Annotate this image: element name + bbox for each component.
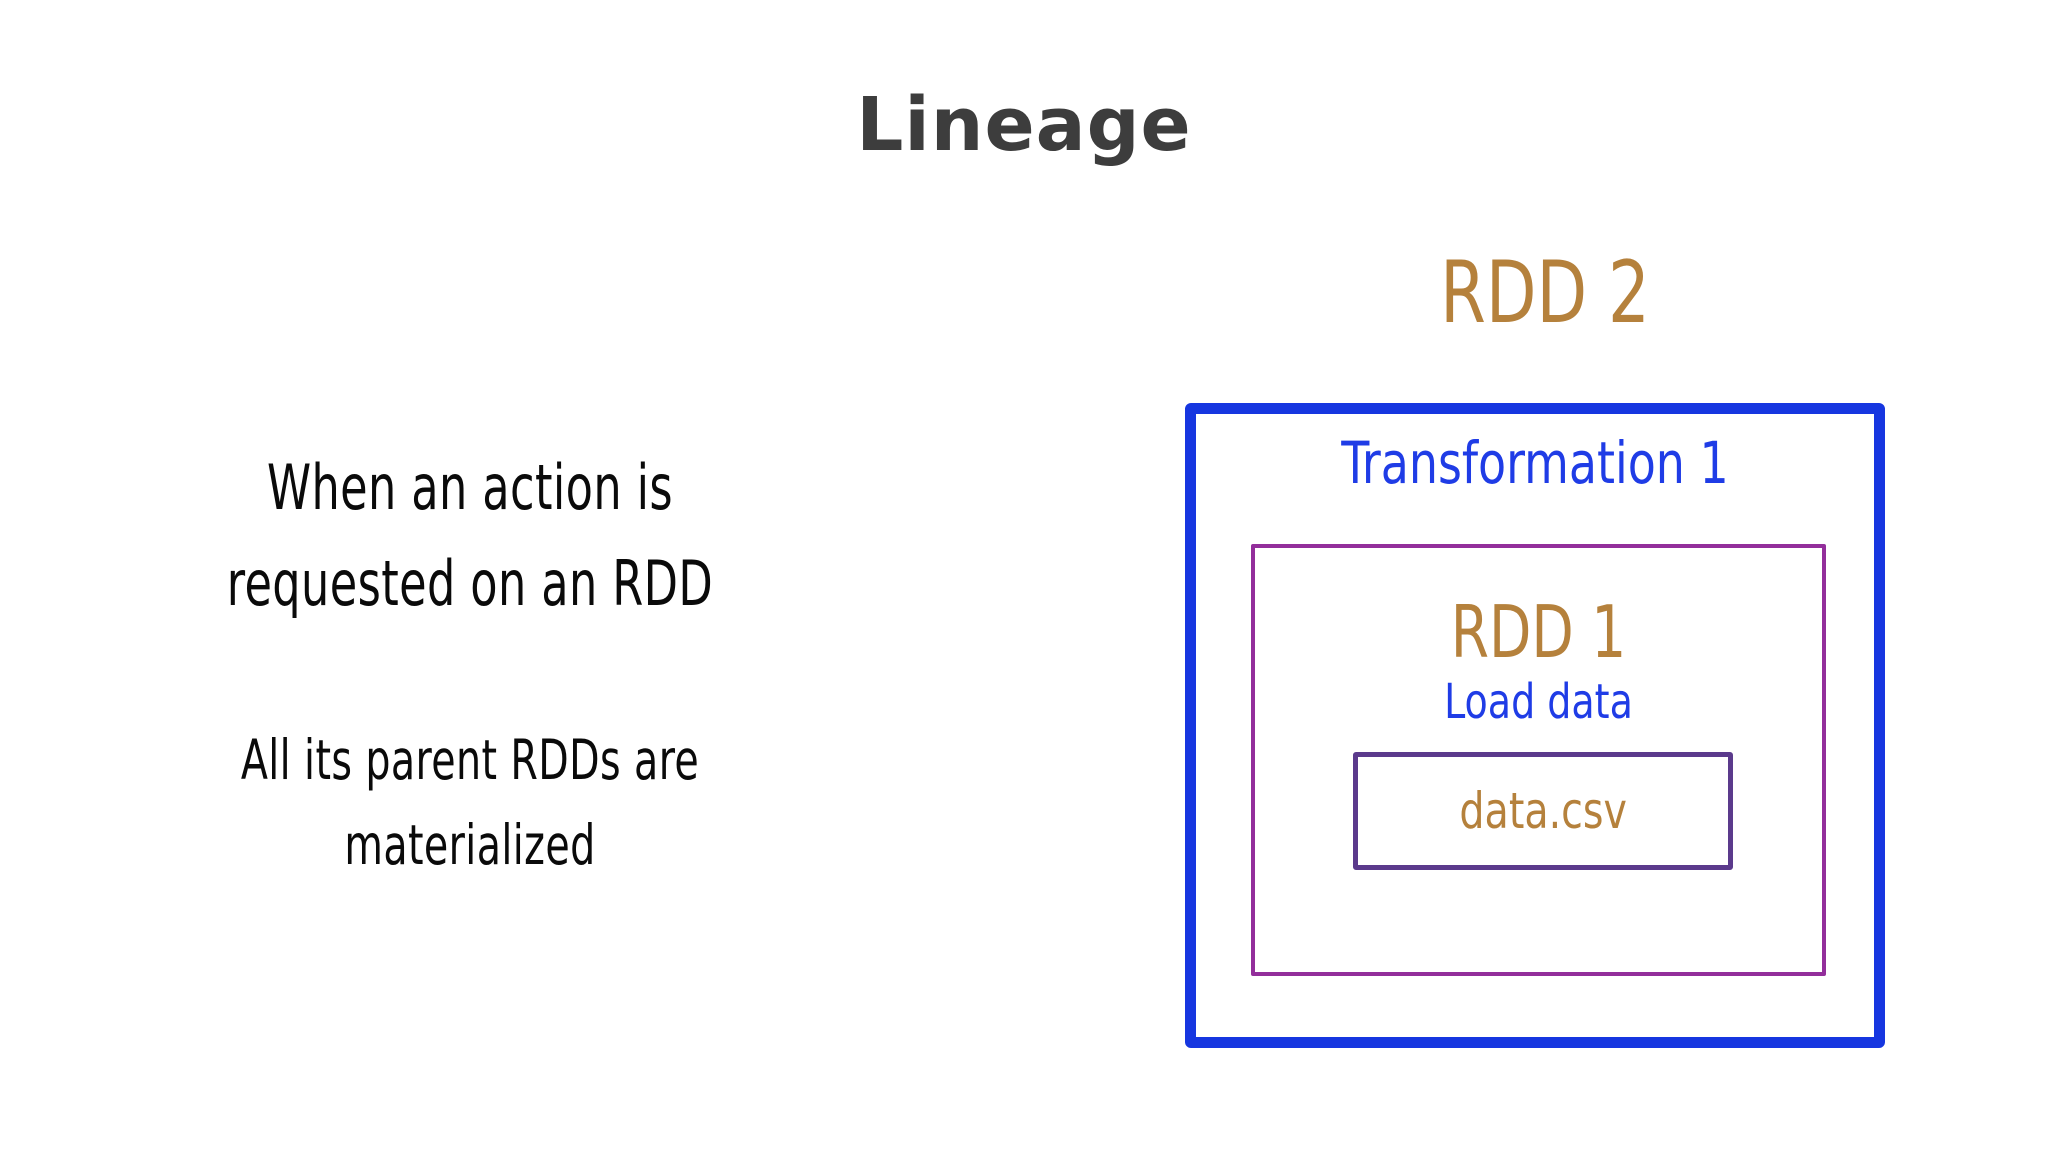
explanation-paragraph-1-line-2: requested on an RDD <box>226 547 714 621</box>
explanation-paragraph-1-line-1: When an action is <box>266 451 674 524</box>
rdd2-box: Transformation 1 RDD 1 Load data data.cs… <box>1185 403 1885 1048</box>
explanation-paragraph-1: When an action is requested on an RDD <box>214 440 726 632</box>
rdd-lineage-diagram: RDD 2 Transformation 1 RDD 1 Load data d… <box>1150 250 1940 1080</box>
rdd2-label: RDD 2 <box>1440 243 1650 343</box>
explanation-paragraph-2-line-1: All its parent RDDs are <box>240 728 700 793</box>
rdd1-label: RDD 1 <box>1450 590 1627 674</box>
explanation-paragraph-2: All its parent RDDs are materialized <box>214 718 726 889</box>
load-data-label: Load data <box>1444 674 1633 730</box>
data-file-label: data.csv <box>1459 782 1627 840</box>
transformation-label: Transformation 1 <box>1341 429 1729 497</box>
page-title: Lineage <box>856 82 1192 168</box>
explanation-text-block: When an action is requested on an RDD Al… <box>150 440 790 889</box>
rdd1-box: RDD 1 Load data data.csv <box>1251 544 1826 976</box>
data-file-box: data.csv <box>1353 752 1733 870</box>
explanation-paragraph-2-line-2: materialized <box>344 813 596 878</box>
